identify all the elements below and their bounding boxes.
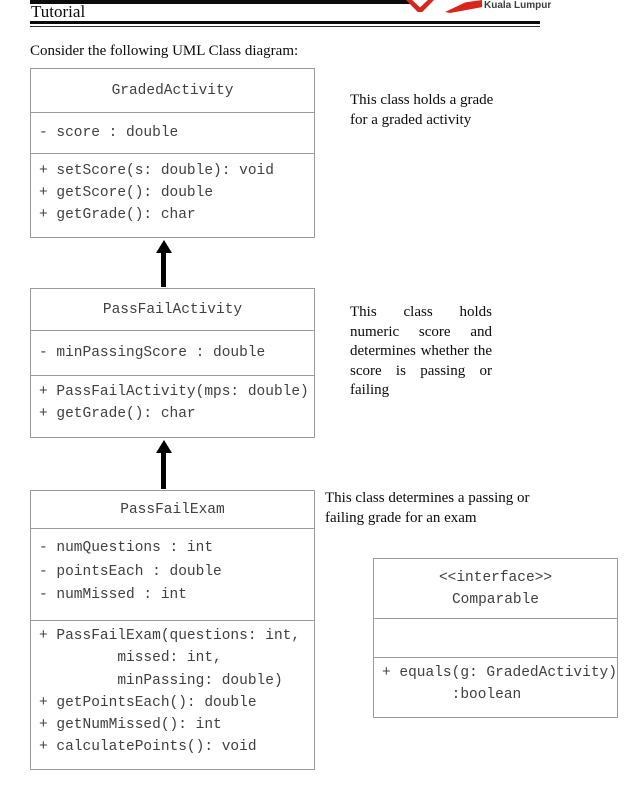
interface-name: Comparable (451, 591, 539, 608)
note-gradedactivity: This class holds a grade for a graded ac… (350, 92, 494, 128)
university-logo: Kuala Lumpur (404, 0, 554, 14)
class-box-passfailactivity: PassFailActivity - minPassingScore : dou… (30, 288, 315, 438)
intro-text: Consider the following UML Class diagram… (30, 43, 299, 59)
attribute-line: - pointsEach : double (39, 563, 222, 580)
class-name-passfailactivity: PassFailActivity (31, 289, 314, 331)
attribute-line: - score : double (39, 125, 179, 141)
inheritance-arrow-icon (155, 240, 172, 287)
interface-title: <<interface>> Comparable (374, 559, 617, 619)
method-line: + calculatePoints(): void (39, 739, 257, 756)
method-line: + getScore(): double (39, 185, 214, 201)
methods-section: + equals(g: GradedActivity) :boolean (374, 658, 617, 717)
inheritance-arrow-icon (155, 440, 172, 489)
note-passfailactivity: This class holds numeric score and deter… (350, 304, 492, 398)
methods-section: + setScore(s: double): void + getScore()… (31, 154, 314, 237)
attributes-section-empty (374, 619, 617, 658)
logo-red-v-icon (406, 0, 434, 12)
method-line: + PassFailActivity(mps: double) (39, 384, 309, 400)
method-line: + getPointsEach(): double (39, 694, 257, 711)
interface-box-comparable: <<interface>> Comparable + equals(g: Gra… (373, 558, 618, 718)
method-line: + setScore(s: double): void (39, 163, 274, 179)
arrow-stem (161, 453, 166, 489)
class-box-passfailexam: PassFailExam - numQuestions : int - poin… (30, 490, 315, 770)
note-passfailexam: This class determines a passing or faili… (325, 490, 530, 526)
class-box-gradedactivity: GradedActivity - score : double + setSco… (30, 68, 315, 238)
method-line: :boolean (382, 687, 522, 703)
attribute-line: - numQuestions : int (39, 540, 214, 556)
attributes-section: - minPassingScore : double (31, 331, 314, 376)
attribute-line: - minPassingScore : double (39, 345, 266, 361)
attributes-section: - numQuestions : int - pointsEach : doub… (31, 529, 314, 621)
methods-section: + PassFailActivity(mps: double) + getGra… (31, 376, 314, 437)
top-rule (30, 0, 412, 4)
class-name-passfailexam: PassFailExam (31, 491, 314, 529)
class-name-gradedactivity: GradedActivity (31, 69, 314, 113)
method-line: missed: int, (39, 650, 222, 667)
method-line: + PassFailExam(questions: int, (39, 628, 301, 644)
arrow-head-icon (155, 440, 172, 453)
attribute-line: - numMissed : int (39, 587, 187, 603)
attributes-section: - score : double (31, 113, 314, 154)
methods-section: + PassFailExam(questions: int, missed: i… (31, 621, 314, 769)
page-title: Tutorial (31, 2, 86, 21)
interface-stereotype: <<interface>> (438, 569, 553, 586)
method-line: + getNumMissed(): int (39, 717, 222, 734)
method-line: + equals(g: GradedActivity) (382, 665, 617, 681)
method-line: + getGrade(): char (39, 406, 196, 422)
method-line: + getGrade(): char (39, 207, 196, 223)
arrow-stem (161, 253, 166, 287)
header-rule (30, 21, 540, 27)
method-line: minPassing: double) (39, 672, 283, 689)
arrow-head-icon (155, 240, 172, 253)
logo-text: Kuala Lumpur (484, 0, 552, 11)
logo-red-wedge-icon (445, 0, 482, 13)
